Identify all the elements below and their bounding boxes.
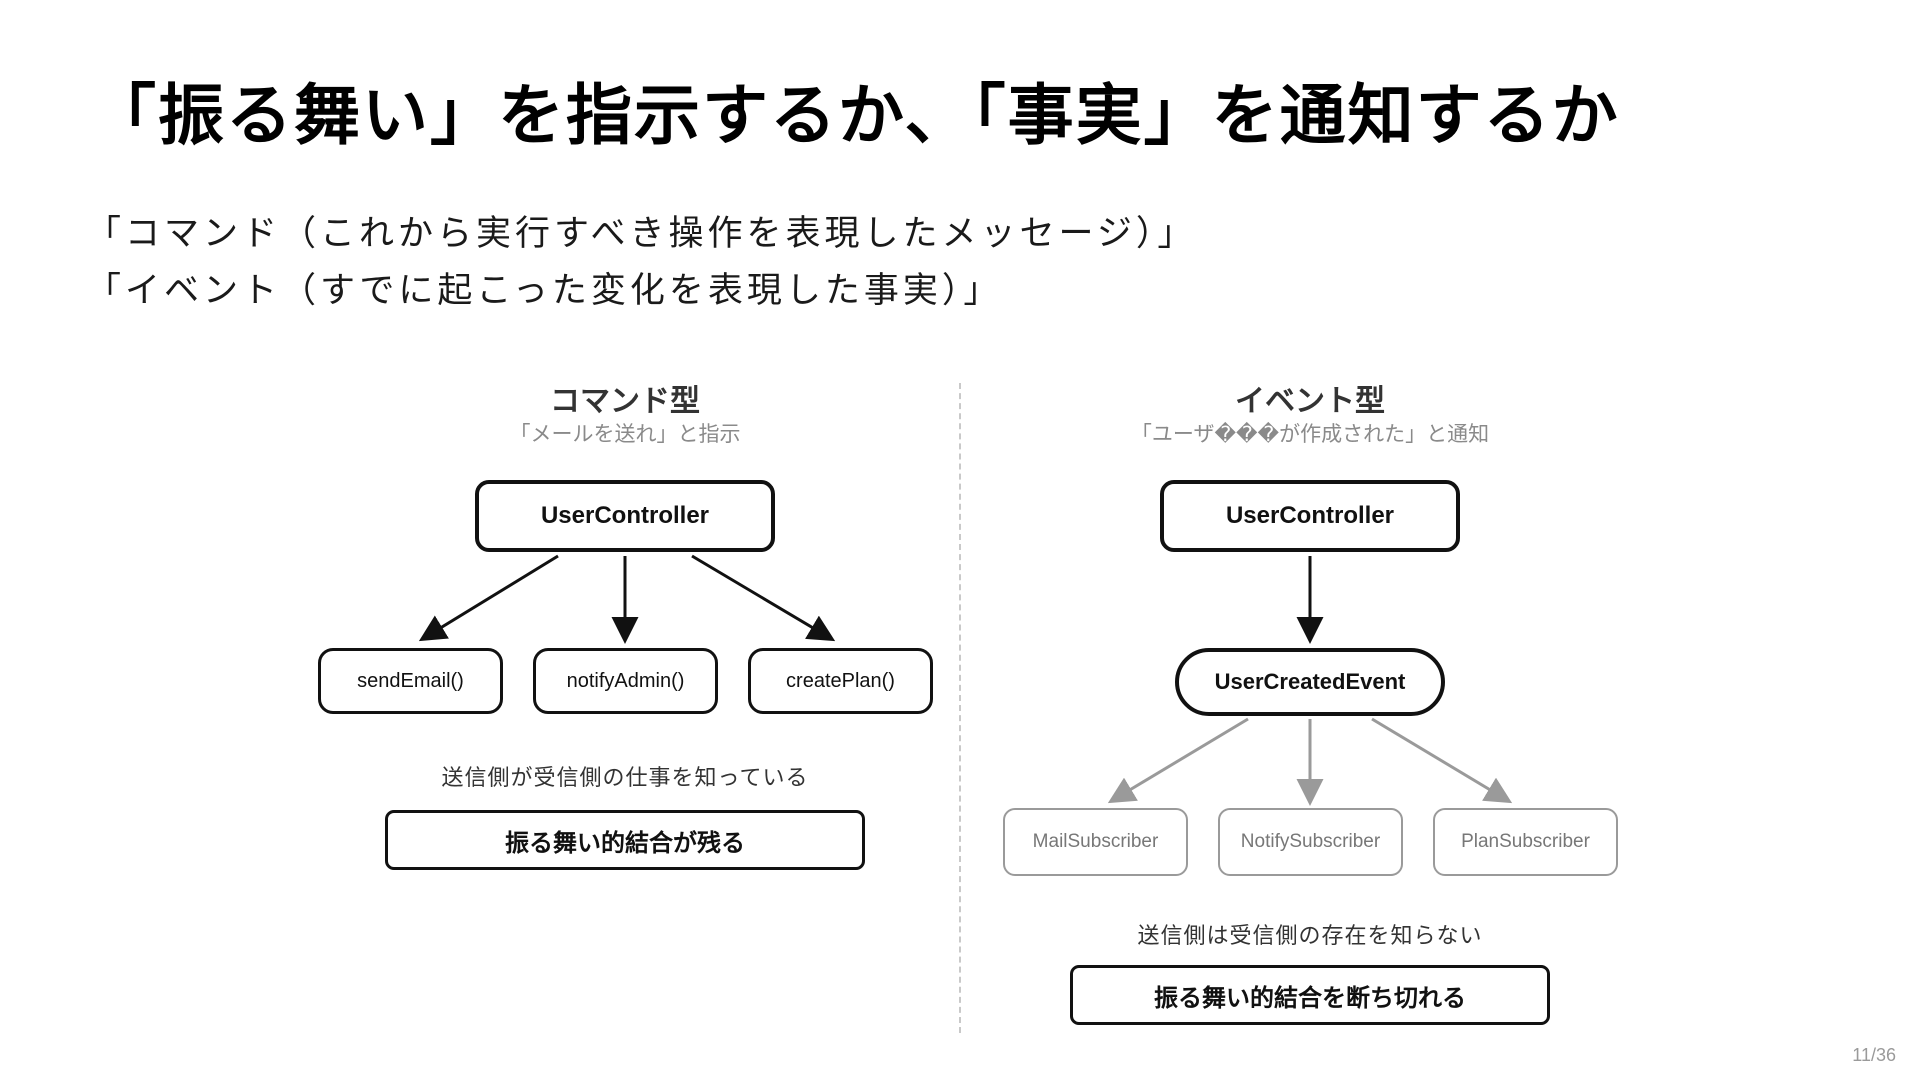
page-number: 11/36 (1852, 1045, 1896, 1065)
event-node-notifysubscriber: NotifySubscriber (1218, 808, 1403, 876)
event-diagram-caption: 「ユーザ���が作成された」と通知 (1130, 423, 1490, 446)
event-arrow-left (1107, 717, 1249, 804)
command-node-usercontroller: UserController (475, 480, 775, 552)
command-note: 送信側が受信側の仕事を知っている (441, 765, 809, 790)
event-diagram-heading: イベント型 (1235, 385, 1385, 418)
command-node-sendemail: sendEmail() (318, 648, 503, 714)
vertical-dashed-divider (959, 383, 961, 1033)
command-node-createplan: createPlan() (748, 648, 933, 714)
command-summary-box: 振る舞い的結合が残る (385, 810, 865, 870)
event-node-plansubscriber: PlanSubscriber (1433, 808, 1618, 876)
event-node-usercreatedevent: UserCreatedEvent (1175, 648, 1445, 716)
subtitle-line-event: 「イベント（すでに起こった変化を表現した事実）」 (86, 271, 1003, 310)
event-arrow-right (1371, 717, 1513, 804)
subtitle-line-command: 「コマンド（これから実行すべき操作を表現したメッセージ）」 (86, 214, 1197, 253)
event-node-usercontroller: UserController (1160, 480, 1460, 552)
slide-title: 「振る舞い」を指示するか、「事実」を通知するか (90, 78, 1620, 152)
command-diagram-caption: 「メールを送れ」と指示 (509, 423, 741, 446)
command-arrow-right (691, 554, 836, 642)
command-arrow-left (418, 554, 559, 642)
command-diagram-heading: コマンド型 (550, 385, 700, 418)
command-node-notifyadmin: notifyAdmin() (533, 648, 718, 714)
event-summary-box: 振る舞い的結合を断ち切れる (1070, 965, 1550, 1025)
event-node-mailsubscriber: MailSubscriber (1003, 808, 1188, 876)
event-note: 送信側は受信側の存在を知らない (1137, 923, 1483, 948)
